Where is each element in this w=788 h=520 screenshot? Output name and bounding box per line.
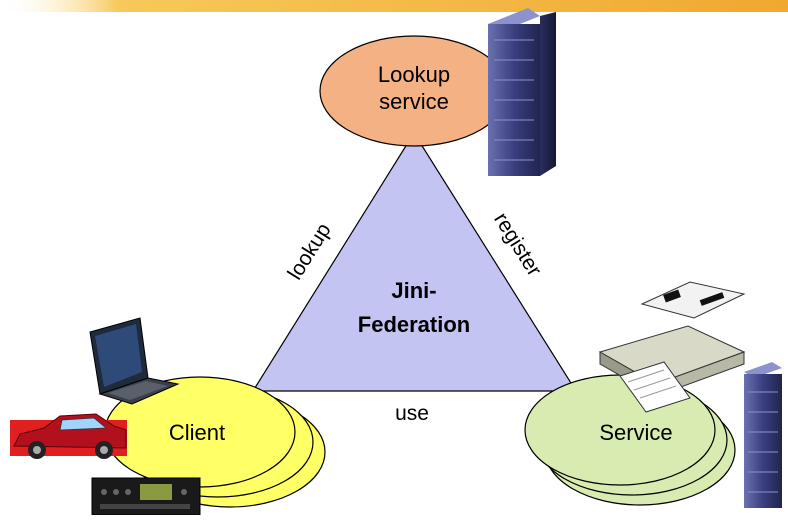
federation-triangle [251,131,578,392]
printer-icon [598,281,746,413]
service-label: Service [599,420,672,445]
server-icon [488,8,556,176]
lookup-service-label-1: Lookup [378,62,450,87]
edge-use-label: use [395,402,429,425]
federation-label-1: Jini- [391,278,436,303]
client-label: Client [169,420,225,445]
laptop-icon [89,317,180,405]
server-icon [744,362,782,508]
radio-icon [91,477,201,516]
lookup-service-label-2: service [379,89,449,114]
federation-label-2: Federation [358,312,470,337]
top-banner [0,0,788,12]
car-icon [10,413,127,459]
